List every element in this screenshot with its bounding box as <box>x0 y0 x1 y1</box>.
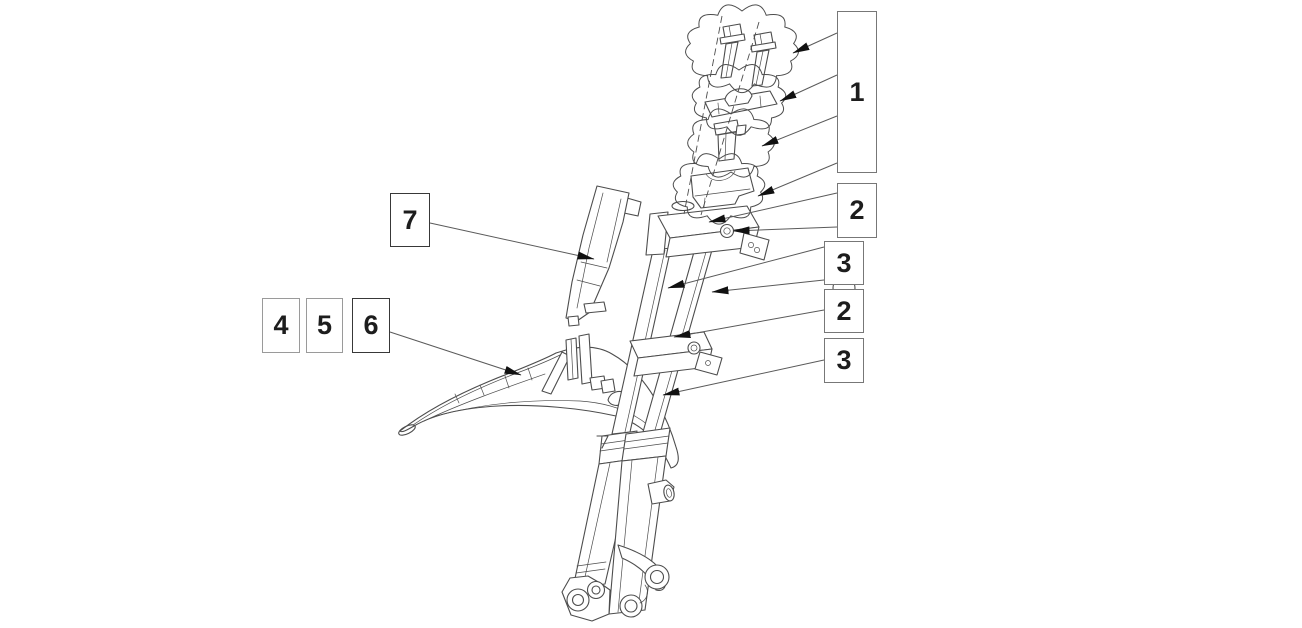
fork-sliders <box>572 427 675 615</box>
leader-line <box>667 246 825 289</box>
callout-box-1[interactable]: 1 <box>837 11 877 173</box>
leader-lines <box>389 32 838 396</box>
clamp-bolts <box>719 23 777 87</box>
leader-line <box>779 74 838 102</box>
leader-line <box>389 331 522 376</box>
front-fork-assembly <box>561 200 770 622</box>
lower-holder <box>690 167 755 209</box>
upper-holder <box>704 88 778 118</box>
callout-box-2-upper[interactable]: 2 <box>837 183 877 238</box>
leader-line <box>673 309 825 339</box>
leader-line <box>708 192 838 223</box>
steering-axis-dashed-lines <box>683 15 760 216</box>
callout-box-3-upper[interactable]: 3 <box>824 241 864 285</box>
leader-line <box>761 115 838 147</box>
splash-guard-panel <box>565 185 642 327</box>
callout-box-6[interactable]: 6 <box>352 298 390 353</box>
leader-line <box>757 162 838 197</box>
callout-box-7[interactable]: 7 <box>390 193 430 247</box>
lower-clamp <box>629 331 723 377</box>
callout-box-2-lower[interactable]: 2 <box>824 289 864 333</box>
leader-line <box>429 222 595 260</box>
callout-box-4[interactable]: 4 <box>262 298 300 353</box>
leader-line <box>732 226 838 235</box>
leader-line <box>711 279 825 295</box>
leader-line <box>662 359 825 396</box>
handlebar-clamp-hardware <box>672 4 799 225</box>
callout-box-3-lower[interactable]: 3 <box>824 338 864 383</box>
leader-line <box>792 32 838 54</box>
callout-box-5[interactable]: 5 <box>306 298 343 353</box>
axle-brackets <box>561 544 670 622</box>
front-fender <box>398 333 679 469</box>
revision-clouds <box>672 4 799 225</box>
